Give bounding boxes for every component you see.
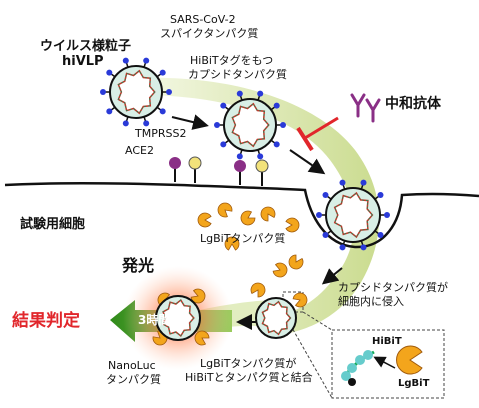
spike-label-line2: スパイクタンパク質 <box>160 27 259 40</box>
binding-label-line1: LgBiTタンパク質が <box>200 357 297 370</box>
pacman-lgbit-icon <box>240 210 256 226</box>
pacman-lgbit-icon <box>396 345 423 375</box>
virus-particle-icon <box>155 295 201 341</box>
pacman-lgbit-icon <box>217 202 233 218</box>
virus-particle-icon <box>100 57 172 127</box>
virus-particles <box>100 57 390 341</box>
antibody-y-icon <box>350 93 381 123</box>
pacman-lgbit-icon <box>292 292 308 308</box>
pacman-lgbit-icon <box>250 282 266 298</box>
luminescence-label: 発光 <box>122 256 155 275</box>
pacman-lgbit-icon <box>224 236 240 251</box>
virus-particle-icon <box>255 297 297 339</box>
arrow-2 <box>289 149 326 175</box>
pathway-band <box>140 77 379 335</box>
cell-membrane <box>4 181 479 249</box>
spike-label-line1: SARS-CoV-2 <box>170 13 236 26</box>
receptor-lollipop-icon <box>169 156 269 186</box>
capsid-label-line2: カプシドタンパク質 <box>188 68 287 81</box>
virus-particle-icon <box>214 90 286 160</box>
tmprss2-label: TMPRSS2 <box>135 127 187 140</box>
entry-label-line2: 細胞内に侵入 <box>338 295 404 308</box>
inset-hibit-label: HiBiT <box>372 336 402 347</box>
pacman-lgbit-icon <box>272 262 288 278</box>
inset-lgbit-label: LgBiT <box>398 378 430 389</box>
nanoluc-label-line2: タンパク質 <box>106 373 161 386</box>
binding-label-line2: HiBiTとタンパク質と結合 <box>185 371 313 384</box>
pacman-lgbit-icon <box>288 254 304 270</box>
arrow-time-label: 3時間 <box>138 313 171 327</box>
cell-label: 試験用細胞 <box>20 217 86 232</box>
vlp-title-line2: hiVLP <box>62 54 104 69</box>
virus-particle-icon <box>316 179 390 251</box>
ace2-label: ACE2 <box>125 144 154 157</box>
hibit-chain <box>341 350 375 381</box>
capsid-label-line1: HiBiTタグをもつ <box>190 54 274 67</box>
pacman-lgbit-icon <box>194 330 210 346</box>
judgement-label: 結果判定 <box>12 311 80 331</box>
lgbit-label: LgBiTタンパク質 <box>200 232 286 245</box>
arrow-1 <box>171 114 209 130</box>
arrow-3 <box>321 267 343 285</box>
entry-label-line1: カプシドタンパク質が <box>338 281 448 294</box>
pacman-lgbit-icon <box>285 217 300 233</box>
pacman-lgbit-icon <box>197 212 212 228</box>
nanoluc-label-line1: NanoLuc <box>108 359 156 372</box>
t-bar-inhibition-icon <box>296 116 339 152</box>
pacman-lgbit-icon <box>260 206 276 222</box>
vlp-title-line1: ウイルス様粒子 <box>40 39 132 54</box>
antibody-label: 中和抗体 <box>385 96 441 112</box>
